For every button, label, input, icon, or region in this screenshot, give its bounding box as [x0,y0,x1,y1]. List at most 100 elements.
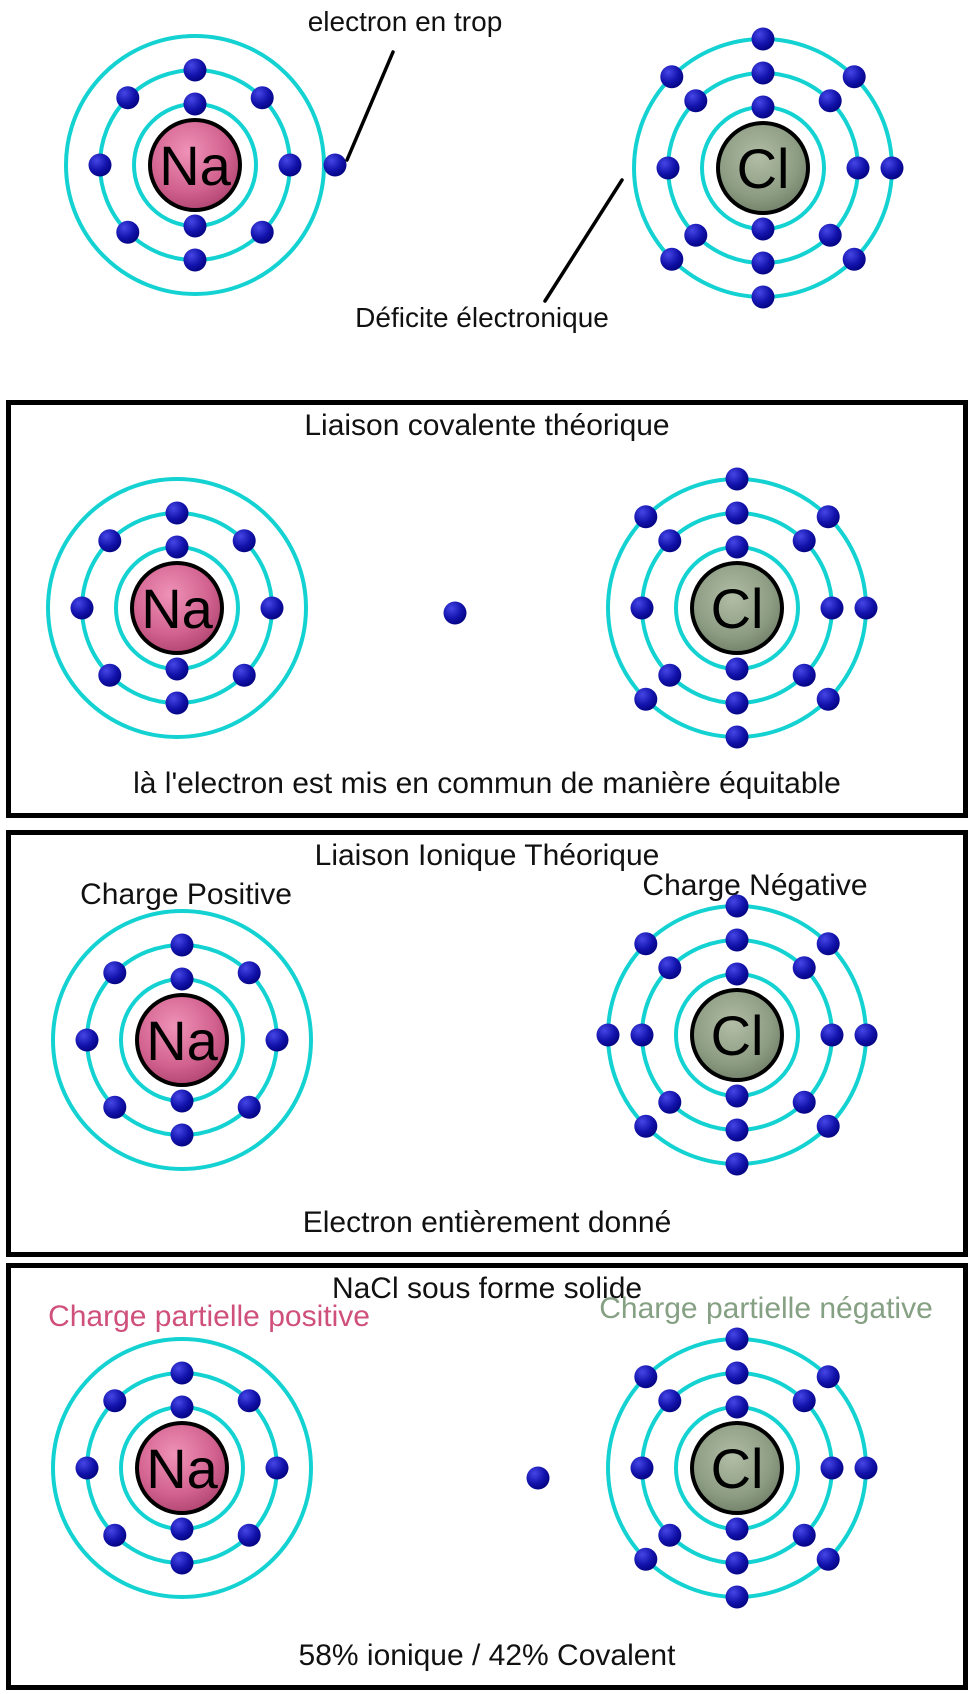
nucleus-symbol: Cl [711,1004,764,1067]
electron [88,153,112,177]
electron [98,663,122,687]
nucleus-symbol: Cl [711,577,764,640]
nucleus-symbol: Cl [711,1437,764,1500]
electron [250,220,274,244]
electron [634,1365,658,1389]
electron [170,967,194,991]
electron [816,1365,840,1389]
electron [183,248,207,272]
electron [170,1395,194,1419]
ionic-panel-title: Liaison Ionique Théorique [314,839,660,872]
electron [725,1395,749,1419]
positive-charge-label: Charge Positive [80,878,292,911]
electron [596,1023,620,1047]
electron [232,663,256,687]
electron [634,1547,658,1571]
electron [170,933,194,957]
atom-na-covalent: Na [46,477,308,739]
electron [630,596,654,620]
electron [278,153,302,177]
electron [658,1090,682,1114]
electron [820,1456,844,1480]
electron-shell [51,909,313,1171]
electron-deficit-label: Déficite électronique [355,302,609,333]
electron [751,251,775,275]
covalent-panel-caption: là l'electron est mis en commun de maniè… [133,767,841,800]
electron [98,529,122,553]
electron [725,725,749,749]
electron [725,1152,749,1176]
electron [854,596,878,620]
ionic-panel-caption: Electron entièrement donné [302,1206,672,1239]
electron [183,214,207,238]
atom-na-ionic: Na [51,909,313,1171]
nucleus-symbol: Na [141,577,213,640]
nucleus-symbol: Na [159,134,231,197]
electron [170,1123,194,1147]
electron [725,894,749,918]
electron [725,501,749,525]
atom-na-solid: Na [51,1337,313,1599]
electron [658,956,682,980]
electron [684,89,708,113]
electron [725,467,749,491]
electron [684,223,708,247]
electron [725,535,749,559]
electron [265,1028,289,1052]
electron [660,65,684,89]
electron [842,65,866,89]
electron [634,1114,658,1138]
electron [237,1389,261,1413]
electron [818,89,842,113]
electron [103,1389,127,1413]
nucleus [135,993,229,1087]
electron [658,529,682,553]
electron [103,961,127,985]
electron [265,1456,289,1480]
electron [725,1551,749,1575]
electron [165,501,189,525]
nucleus [690,561,784,655]
negative-charge-label: Charge Négative [642,869,868,902]
electron [634,687,658,711]
nucleus [130,561,224,655]
nucleus [148,118,242,212]
electron [323,153,347,177]
electron [725,1585,749,1609]
nucleus [135,1421,229,1515]
electron [792,1389,816,1413]
electron [237,961,261,985]
electron [634,505,658,529]
nucleus-symbol: Na [146,1437,218,1500]
electron [170,1361,194,1385]
solid-panel-title: NaCl sous forme solide [331,1272,643,1305]
electron [75,1028,99,1052]
electron [854,1456,878,1480]
electron [630,1456,654,1480]
electron [183,58,207,82]
electron [232,529,256,553]
electron [237,1523,261,1547]
electron [792,529,816,553]
electron [260,596,284,620]
electron [818,223,842,247]
electron [725,691,749,715]
partial-negative-charge-label: Charge partielle négative [599,1292,933,1325]
electron [792,663,816,687]
atom-cl-covalent: Cl [606,467,878,749]
electron [443,601,467,625]
electron [816,505,840,529]
electron [725,1118,749,1142]
transferred-electron [526,1466,550,1490]
electron [103,1523,127,1547]
atom-cl-ionic: Cl [596,894,878,1176]
partial-positive-charge-label: Charge partielle positive [48,1300,370,1333]
electron [816,932,840,956]
electron [854,1023,878,1047]
electron [846,156,870,180]
electron [725,1327,749,1351]
atom-cl-free: Cl [632,27,904,309]
electron [792,1523,816,1547]
electron [658,1389,682,1413]
electron [116,86,140,110]
